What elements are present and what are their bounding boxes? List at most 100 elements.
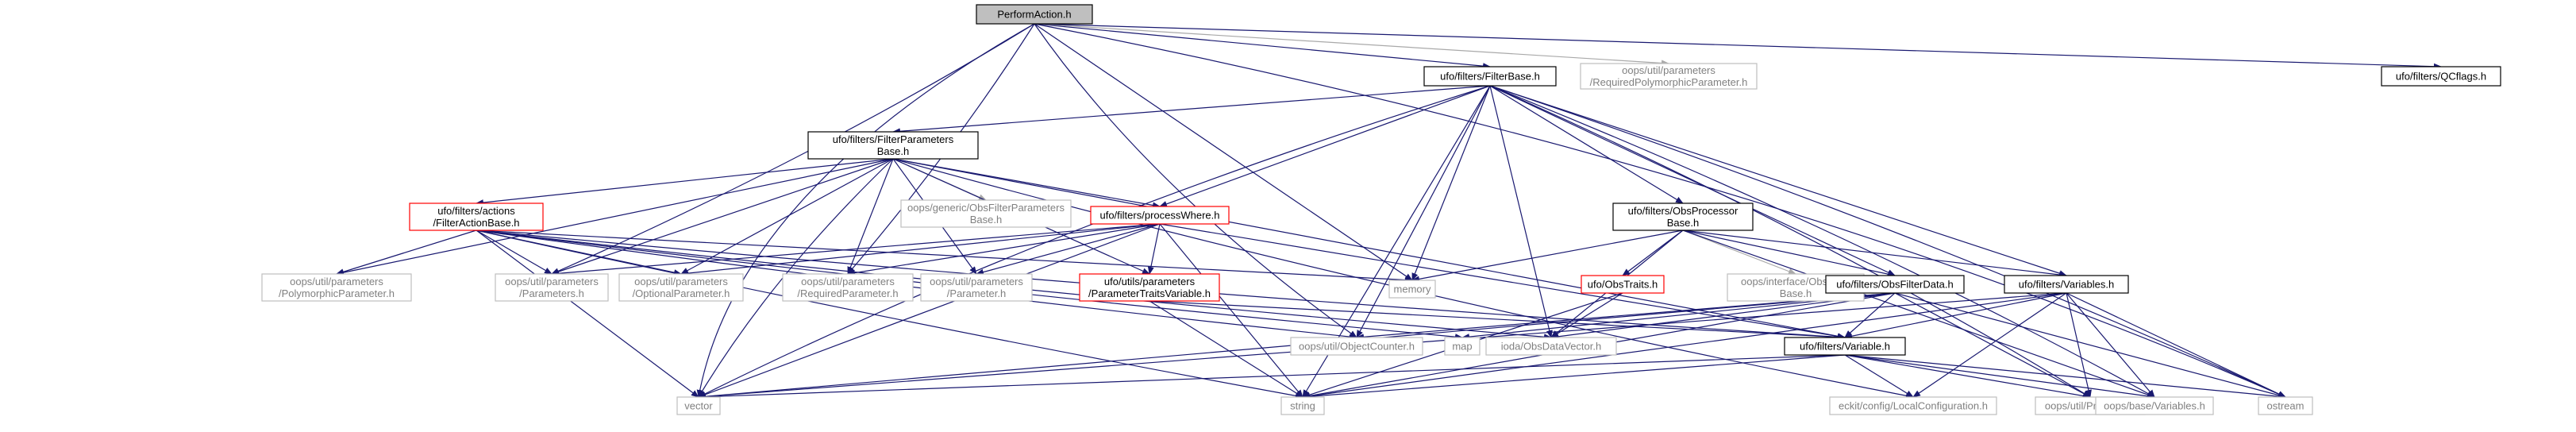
edge-filteractionbase-to-string — [476, 230, 1303, 399]
node-filteractionbase[interactable]: ufo/filters/actions/FilterActionBase.h — [409, 202, 544, 231]
node-label-vector: vector — [684, 400, 713, 412]
node-box-filterparamsbase — [807, 131, 979, 160]
node-label-filterparamsbase: Base.h — [877, 145, 909, 157]
node-label-ostream: ostream — [2267, 400, 2305, 412]
edge-variable-to-localconfig — [1844, 354, 1914, 398]
node-requiredpoly[interactable]: oops/util/parameters/RequiredPolymorphic… — [1580, 63, 1758, 90]
edge-performaction-to-vector — [696, 23, 1035, 398]
node-iodadatavector[interactable]: ioda/ObsDataVector.h — [1485, 337, 1617, 356]
node-label-string: string — [1290, 400, 1315, 412]
node-box-processwhere — [1090, 206, 1230, 225]
node-polyparam[interactable]: oops/util/parameters/PolymorphicParamete… — [261, 273, 412, 302]
node-box-parameters — [495, 273, 609, 302]
edge-filterbase-to-printable — [1489, 85, 2091, 398]
node-requiredparam[interactable]: oops/util/parameters/RequiredParameter.h — [782, 273, 914, 302]
edge-obsprocessorbase-to-variables — [1682, 230, 2067, 278]
node-performaction[interactable]: PerformAction.h — [976, 4, 1093, 25]
edge-filteractionbase-to-objectcounter — [476, 230, 1357, 341]
edge-filterparamsbase-to-variable — [892, 158, 1846, 340]
node-box-optionalparam — [618, 273, 744, 302]
edge-performaction-to-qcflags — [1034, 23, 2442, 70]
node-optionalparam[interactable]: oops/util/parameters/OptionalParameter.h — [618, 273, 744, 302]
edge-variable-to-string — [1302, 354, 1846, 400]
node-box-variable — [1784, 337, 1906, 356]
node-label-parameters: oops/util/parameters — [505, 276, 599, 287]
edge-processwhere-to-requiredparam — [847, 223, 1161, 276]
node-box-requiredparam — [782, 273, 914, 302]
node-label-variables: ufo/filters/Variables.h — [2019, 279, 2114, 291]
node-variables[interactable]: ufo/filters/Variables.h — [2004, 275, 2129, 294]
edge-filteractionbase-to-vector — [476, 230, 699, 398]
node-filterbase[interactable]: ufo/filters/FilterBase.h — [1423, 66, 1557, 87]
edge-performaction-to-memory — [1034, 23, 1413, 281]
node-label-polyparam: /PolymorphicParameter.h — [279, 287, 395, 299]
edge-filteractionbase-to-memory — [476, 230, 1413, 284]
node-memory[interactable]: memory — [1388, 280, 1436, 299]
edge-filterbase-to-obsprocessorbase — [1489, 85, 1684, 204]
node-paramtraitsvar[interactable]: ufo/utils/parameters/ParameterTraitsVari… — [1079, 273, 1220, 302]
node-label-performaction: PerformAction.h — [997, 9, 1071, 21]
node-oopsvariables[interactable]: oops/base/Variables.h — [2095, 396, 2214, 415]
edge-filteractionbase-to-polyparam — [336, 230, 477, 276]
edge-obsprocessorbase-to-memory — [1411, 230, 1684, 283]
edge-performaction-to-requiredpoly — [1034, 23, 1669, 67]
node-obsfilterdata[interactable]: ufo/filters/ObsFilterData.h — [1825, 275, 1965, 294]
node-box-filteractionbase — [409, 202, 544, 231]
node-label-filteractionbase: /FilterActionBase.h — [433, 217, 519, 229]
node-localconfig[interactable]: eckit/config/LocalConfiguration.h — [1829, 396, 1997, 415]
edge-obsprocessorbase-to-obsfilterdata — [1682, 230, 1896, 278]
node-label-qcflags: ufo/filters/QCflags.h — [2396, 71, 2486, 83]
node-variable[interactable]: ufo/filters/Variable.h — [1784, 337, 1906, 356]
node-label-obsfilterbase: oops/interface/ObsFilter — [1741, 276, 1851, 287]
edge-filterbase-to-vector — [698, 85, 1491, 398]
edge-obsfilterdata-to-printable — [1894, 292, 2091, 398]
edge-filterparamsbase-to-requiredparam — [847, 158, 894, 275]
node-objectcounter[interactable]: oops/util/ObjectCounter.h — [1290, 337, 1423, 356]
edge-obsfilterdata-to-ostream — [1894, 292, 2286, 399]
node-qcflags[interactable]: ufo/filters/QCflags.h — [2381, 66, 2501, 87]
node-label-iodadatavector: ioda/ObsDataVector.h — [1501, 341, 1601, 353]
node-box-ostream — [2258, 396, 2313, 415]
node-box-polyparam — [261, 273, 412, 302]
edge-filterbase-to-processwhere — [1159, 85, 1491, 207]
edge-paramtraitsvar-to-variable — [1149, 300, 1846, 341]
node-box-obsprocessorbase — [1612, 202, 1754, 231]
edge-performaction-to-objectcounter — [1034, 23, 1357, 338]
node-processwhere[interactable]: ufo/filters/processWhere.h — [1090, 206, 1230, 225]
node-label-polyparam: oops/util/parameters — [290, 276, 383, 287]
dependency-nodes: PerformAction.h ufo/filters/FilterBase.h o… — [261, 4, 2501, 415]
edge-filterparamsbase-to-polyparam — [336, 158, 894, 276]
edge-processwhere-to-paramtraitsvar — [1147, 223, 1161, 275]
edge-filterbase-to-memory — [1411, 85, 1491, 281]
edge-variable-to-ostream — [1844, 354, 2286, 400]
node-vector[interactable]: vector — [676, 396, 721, 415]
node-ostream[interactable]: ostream — [2258, 396, 2313, 415]
edge-obsprocessorbase-to-oopsvariables — [1682, 230, 2155, 398]
edge-filterbase-to-ostream — [1489, 85, 2286, 398]
edge-processwhere-to-optionalparam — [680, 223, 1161, 277]
node-label-paramtraitsvar: ufo/utils/parameters — [1104, 276, 1196, 287]
edge-variable-to-vector — [698, 354, 1846, 400]
edge-processwhere-to-string — [1159, 223, 1303, 398]
node-map[interactable]: map — [1444, 337, 1481, 356]
edge-performaction-to-filterbase — [1034, 23, 1491, 70]
node-label-obstraits: ufo/ObsTraits.h — [1588, 279, 1658, 291]
edge-variable-to-oopsvariables — [1844, 354, 2155, 399]
edge-variables-to-oopsvariables — [2066, 292, 2155, 398]
node-string[interactable]: string — [1280, 396, 1325, 415]
edge-variables-to-printable — [2066, 292, 2092, 398]
node-label-parameter: oops/util/parameters — [930, 276, 1023, 287]
edge-paramtraitsvar-to-string — [1149, 300, 1303, 398]
node-obstraits[interactable]: ufo/ObsTraits.h — [1581, 275, 1665, 294]
node-parameters[interactable]: oops/util/parameters/Parameters.h — [495, 273, 609, 302]
node-box-iodadatavector — [1485, 337, 1617, 356]
node-parameter[interactable]: oops/util/parameters/Parameter.h — [920, 273, 1033, 302]
node-label-variable: ufo/filters/Variable.h — [1800, 341, 1890, 353]
node-label-optionalparam: /OptionalParameter.h — [633, 287, 730, 299]
edge-variables-to-variable — [1844, 292, 2067, 340]
node-box-requiredpoly — [1580, 63, 1758, 90]
node-label-obsprocessorbase: ufo/filters/ObsProcessor — [1628, 205, 1739, 217]
